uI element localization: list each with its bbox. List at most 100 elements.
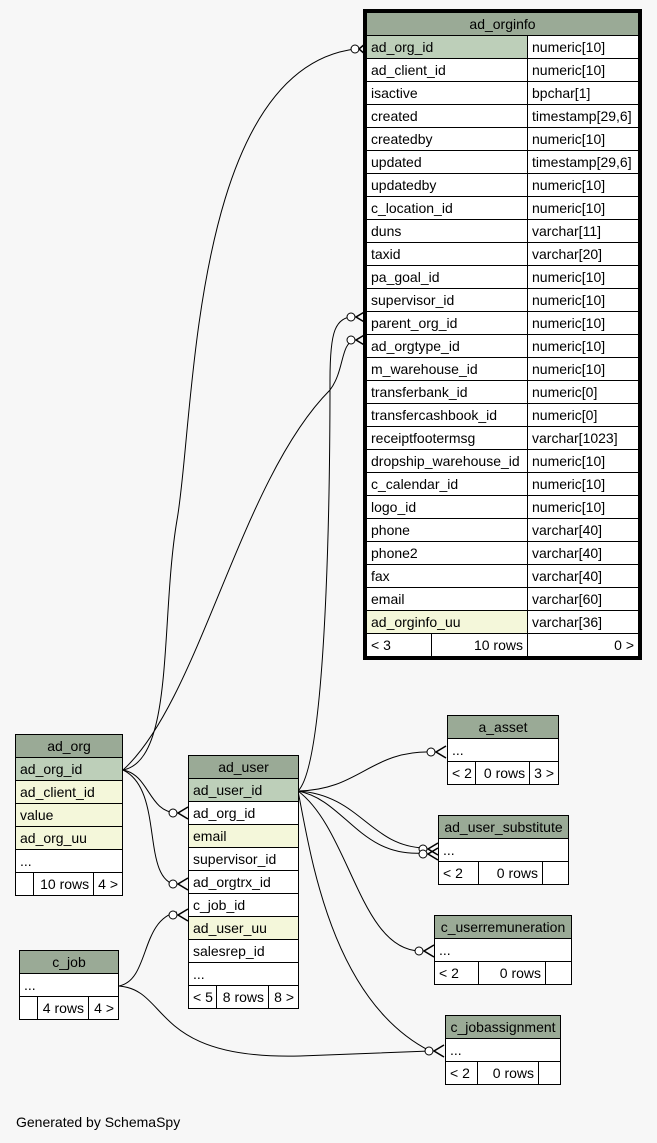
column-name[interactable]: created (366, 104, 528, 128)
column-name[interactable]: c_calendar_id (366, 472, 528, 496)
table-row[interactable]: ad_org_uu (15, 826, 123, 850)
column-name[interactable]: ad_client_id (15, 780, 123, 804)
column-name[interactable]: ... (15, 849, 123, 873)
table-row[interactable]: ... (434, 938, 572, 962)
table-title[interactable]: a_asset (447, 715, 559, 739)
column-name[interactable]: email (366, 587, 528, 611)
table-title[interactable]: ad_org (15, 734, 123, 758)
table-title[interactable]: ad_user (188, 755, 299, 779)
column-name[interactable]: ad_org_id (15, 757, 123, 781)
column-name[interactable]: ad_org_id (366, 35, 528, 59)
column-name[interactable]: supervisor_id (188, 847, 299, 871)
table-title[interactable]: ad_orginfo (366, 12, 639, 36)
table-footer-right[interactable]: 4 > (88, 996, 119, 1020)
column-name[interactable]: value (15, 803, 123, 827)
column-name[interactable]: ... (438, 838, 569, 862)
column-name[interactable]: updatedby (366, 173, 528, 197)
table-footer-left[interactable]: < 2 (438, 861, 479, 885)
column-name[interactable]: ad_user_id (188, 778, 299, 802)
column-name[interactable]: updated (366, 150, 528, 174)
column-name[interactable]: pa_goal_id (366, 265, 528, 289)
table-row[interactable]: salesrep_id (188, 939, 299, 963)
table-footer-right[interactable]: 4 > (93, 872, 123, 896)
column-name[interactable]: taxid (366, 242, 528, 266)
table-title[interactable]: c_userremuneration (434, 915, 572, 939)
table-footer-left[interactable]: < 2 (445, 1061, 478, 1085)
column-name[interactable]: createdby (366, 127, 528, 151)
table-row[interactable]: ... (447, 738, 559, 762)
table-row[interactable]: ... (19, 973, 119, 997)
column-name[interactable]: ad_orgtrx_id (188, 870, 299, 894)
column-name[interactable]: duns (366, 219, 528, 243)
column-name[interactable]: parent_org_id (366, 311, 528, 335)
column-name[interactable]: transfercashbook_id (366, 403, 528, 427)
column-name[interactable]: receiptfootermsg (366, 426, 528, 450)
column-name[interactable]: salesrep_id (188, 939, 299, 963)
table-c-job[interactable]: c_job ... 4 rows 4 > (19, 950, 119, 1020)
table-footer-left[interactable]: < 3 (366, 633, 432, 657)
column-name[interactable]: m_warehouse_id (366, 357, 528, 381)
column-name[interactable]: ... (19, 973, 119, 997)
table-footer-right[interactable]: 3 > (529, 761, 559, 785)
table-footer-left[interactable]: < 5 (188, 985, 217, 1009)
column-name[interactable]: ... (434, 938, 572, 962)
table-row[interactable]: ad_org_id (188, 801, 299, 825)
column-name[interactable]: dropship_warehouse_id (366, 449, 528, 473)
column-name[interactable]: c_job_id (188, 893, 299, 917)
column-name[interactable]: ad_orginfo_uu (366, 610, 528, 634)
column-name[interactable]: supervisor_id (366, 288, 528, 312)
table-c-userremuneration[interactable]: c_userremuneration ... < 2 0 rows (434, 915, 572, 985)
column-name[interactable]: ad_org_uu (15, 826, 123, 850)
table-footer-left[interactable]: < 2 (434, 961, 479, 985)
table-row[interactable]: ad_org_id (15, 757, 123, 781)
column-name[interactable]: fax (366, 564, 528, 588)
column-name[interactable]: phone (366, 518, 528, 542)
table-row[interactable]: supervisor_id (188, 847, 299, 871)
table-footer-right[interactable]: 0 > (527, 633, 639, 657)
column-name[interactable]: transferbank_id (366, 380, 528, 404)
table-c-jobassignment[interactable]: c_jobassignment ... < 2 0 rows (445, 1015, 561, 1085)
table-ad-user-substitute[interactable]: ad_user_substitute ... < 2 0 rows (438, 815, 569, 885)
column-name[interactable]: email (188, 824, 299, 848)
table-footer-right[interactable]: 8 > (268, 985, 299, 1009)
table-row[interactable]: ... (15, 849, 123, 873)
column-name[interactable]: ad_user_uu (188, 916, 299, 940)
column-name[interactable]: ... (188, 962, 299, 986)
table-row[interactable]: ad_client_id (15, 780, 123, 804)
column-name[interactable]: ... (447, 738, 559, 762)
column-name[interactable]: logo_id (366, 495, 528, 519)
column-name[interactable]: ad_client_id (366, 58, 528, 82)
table-footer-left[interactable]: < 2 (447, 761, 476, 785)
column-name[interactable]: c_location_id (366, 196, 528, 220)
table-row[interactable]: ... (438, 838, 569, 862)
column-name[interactable]: ... (445, 1038, 561, 1062)
column-name[interactable]: ad_org_id (188, 801, 299, 825)
table-row[interactable]: ad_orgtrx_id (188, 870, 299, 894)
column-name[interactable]: ad_orgtype_id (366, 334, 528, 358)
